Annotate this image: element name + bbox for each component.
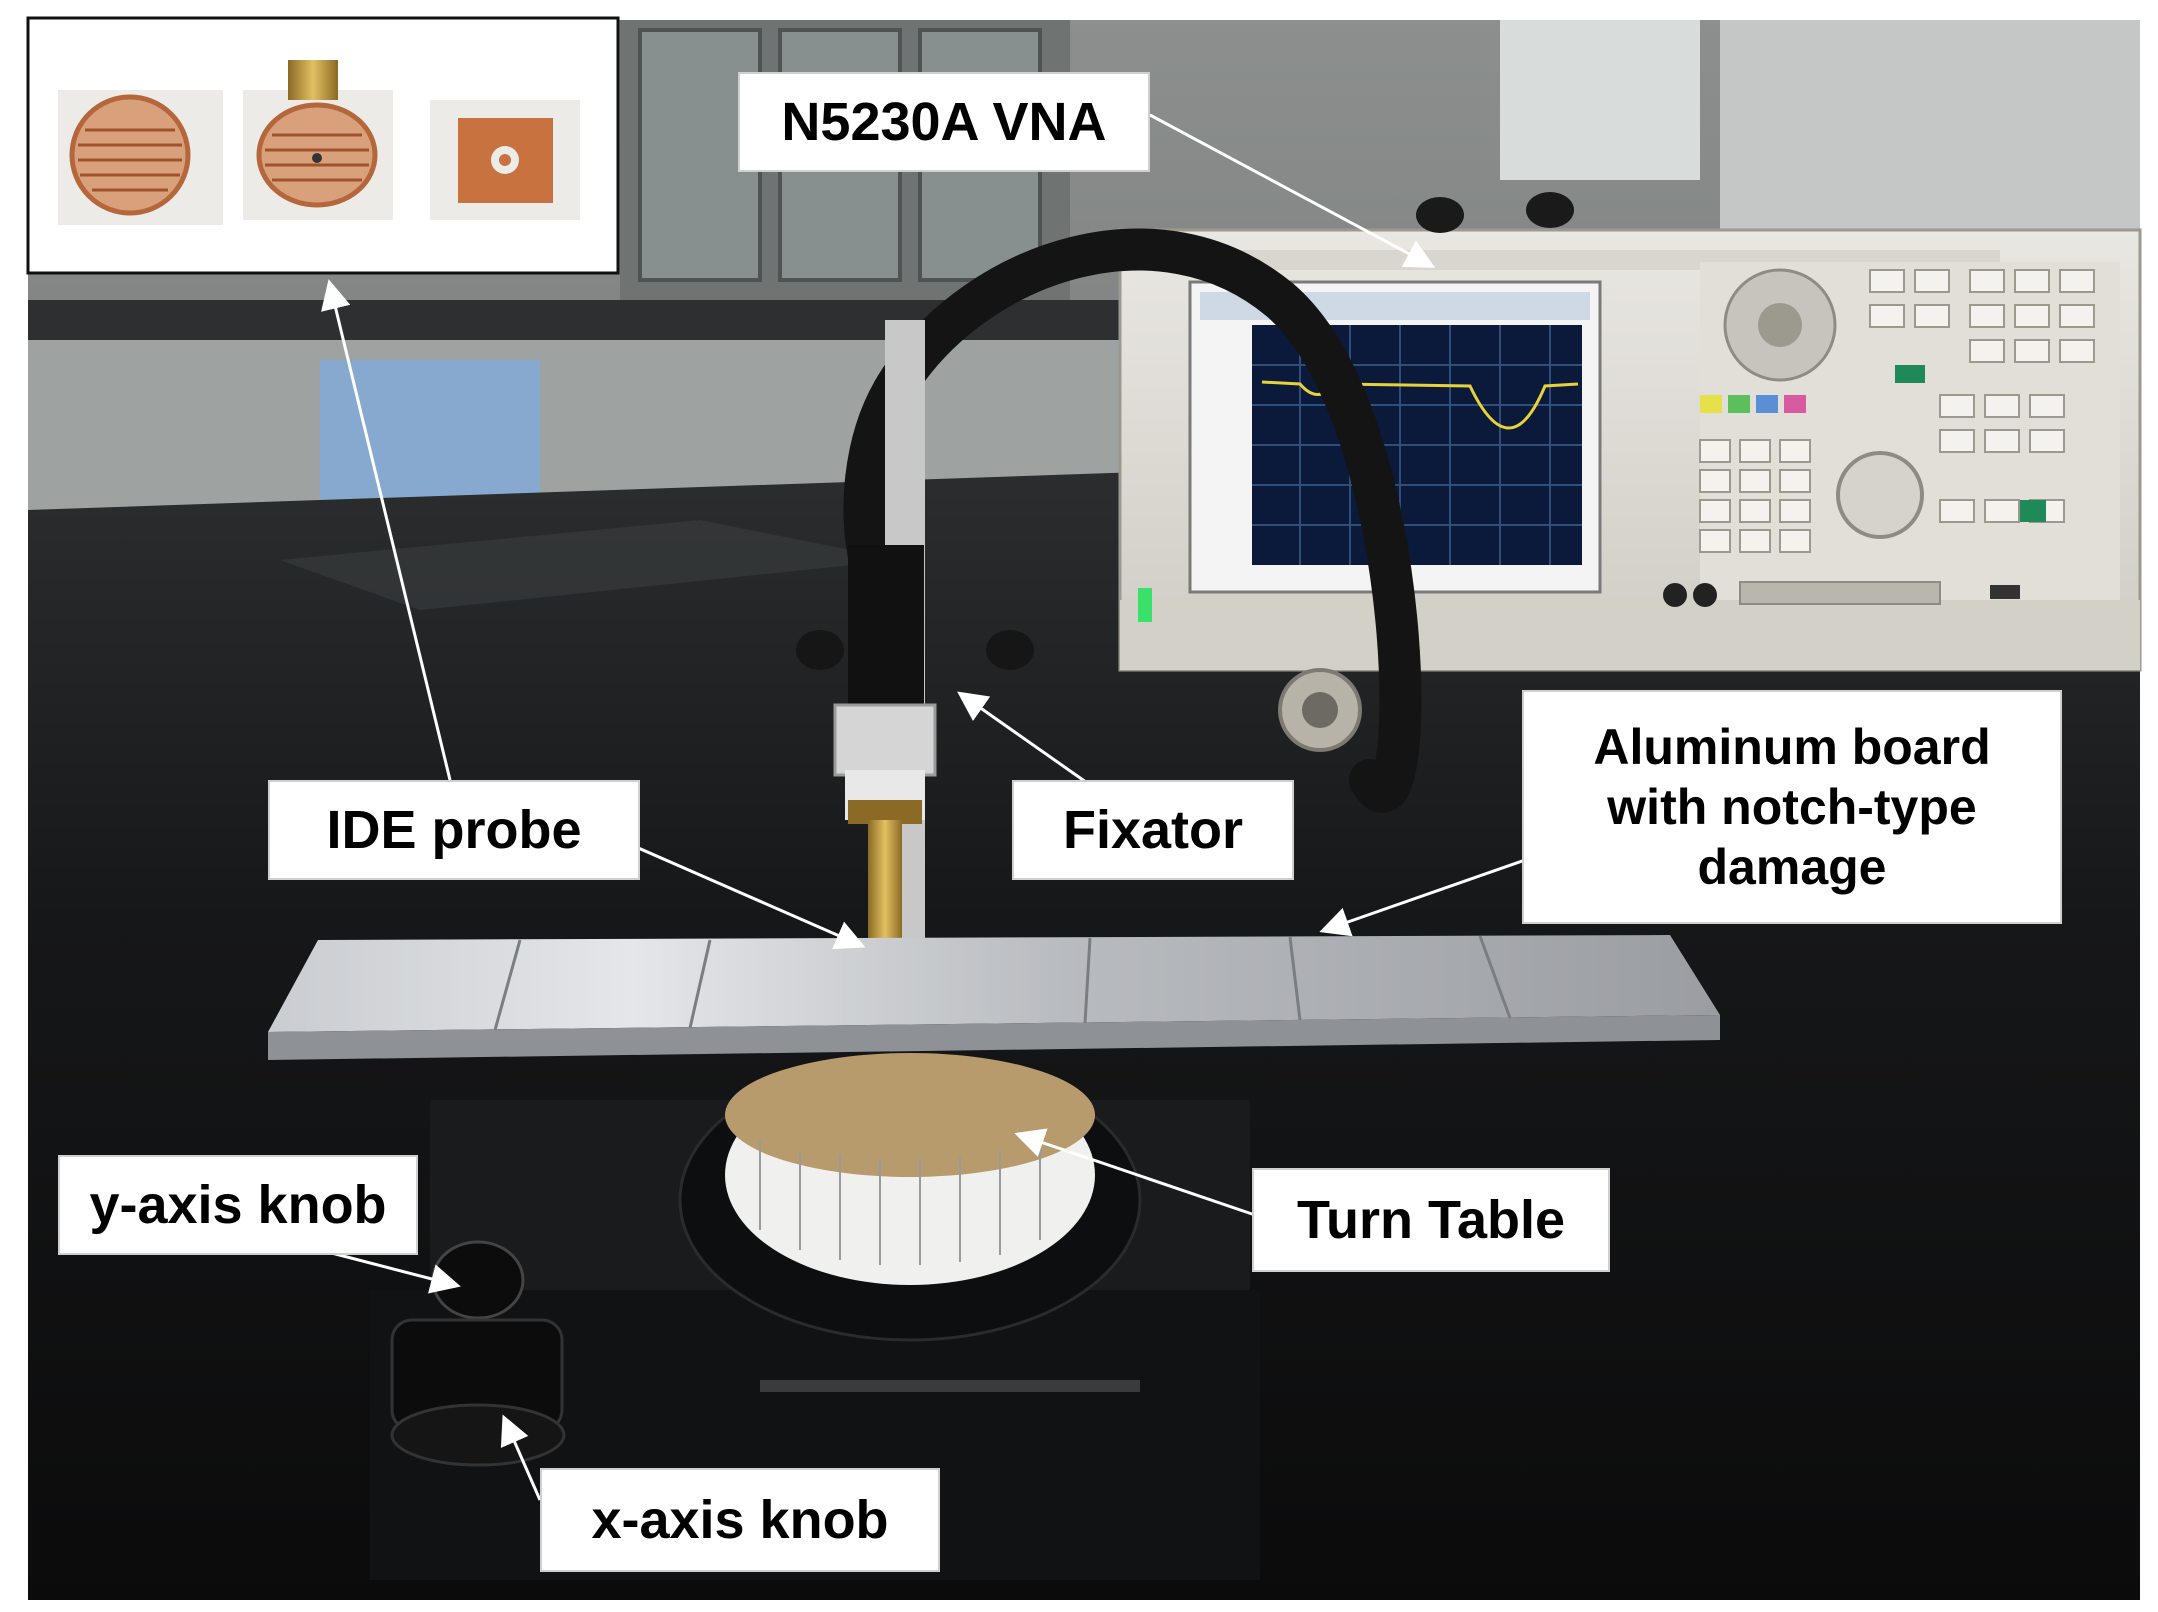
probe-samples-inset bbox=[26, 16, 620, 275]
label-x-axis-knob-text: x-axis knob bbox=[591, 1489, 889, 1550]
label-x-axis-knob: x-axis knob bbox=[540, 1468, 940, 1572]
callout-arrows bbox=[319, 113, 1526, 1501]
x-axis-knob-shape bbox=[390, 1403, 566, 1467]
arrow-y-axis-knob bbox=[319, 1248, 461, 1294]
rf-cable bbox=[843, 228, 1422, 813]
label-ide-probe-text: IDE probe bbox=[326, 799, 582, 860]
label-fixator: Fixator bbox=[1012, 780, 1294, 880]
arrow-ide-probe-inset bbox=[321, 279, 452, 781]
arrow-x-axis-knob bbox=[500, 1414, 542, 1501]
brass-probe-shaft bbox=[868, 820, 902, 950]
vna-trace bbox=[1261, 380, 1579, 430]
vna-rotary-knob bbox=[1836, 451, 1924, 539]
label-vna-text: N5230A VNA bbox=[781, 91, 1107, 152]
ide-sample-1 bbox=[69, 94, 191, 216]
label-turn-table-text: Turn Table bbox=[1297, 1189, 1565, 1250]
label-turn-table: Turn Table bbox=[1252, 1168, 1610, 1272]
label-y-axis-knob-text: y-axis knob bbox=[89, 1174, 387, 1235]
vna-status-led bbox=[1138, 588, 1152, 622]
label-aluminum-board-line-3: damage bbox=[1697, 839, 1887, 895]
label-fixator-text: Fixator bbox=[1062, 799, 1244, 860]
vna-instrument bbox=[1118, 192, 2142, 752]
arrow-aluminum-board bbox=[1319, 858, 1526, 937]
label-vna: N5230A VNA bbox=[738, 72, 1150, 172]
label-aluminum-board-line-2: with notch-type bbox=[1607, 779, 1977, 835]
label-aluminum-board-line-1: Aluminum board bbox=[1593, 719, 1991, 775]
aluminum-board bbox=[268, 935, 1720, 1060]
label-ide-probe: IDE probe bbox=[268, 780, 640, 880]
arrow-ide-probe bbox=[619, 838, 866, 950]
label-y-axis-knob: y-axis knob bbox=[58, 1155, 418, 1255]
arrow-turn-table bbox=[1014, 1128, 1256, 1217]
y-axis-knob-shape bbox=[431, 1240, 525, 1320]
arrow-vna bbox=[1149, 113, 1436, 268]
label-aluminum-board: Aluminum board with notch-type damage bbox=[1522, 690, 2062, 924]
